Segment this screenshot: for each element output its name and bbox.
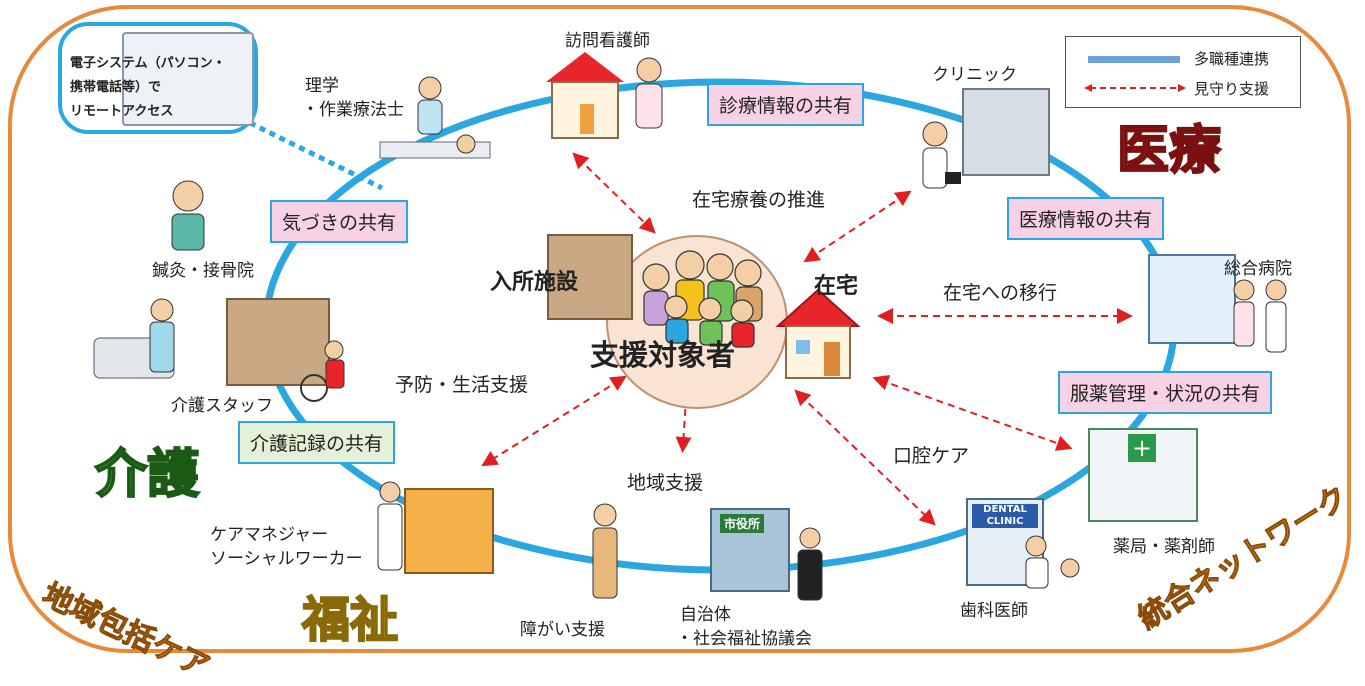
community-support-label: 地域支援 xyxy=(627,472,704,494)
therapist-label-2: ・作業療法士 xyxy=(302,100,404,120)
medical-info-share-box: 医療情報の共有 xyxy=(1007,197,1165,240)
therapist-label-1: 理学 xyxy=(305,76,339,96)
arrow-clinic xyxy=(803,190,912,263)
diagnosis-share-box: 診療情報の共有 xyxy=(707,83,865,126)
arrow-community xyxy=(675,377,695,453)
arrow-nurse xyxy=(572,152,656,234)
awareness-share-box: 気づきの共有 xyxy=(270,200,409,243)
transition-home-label: 在宅への移行 xyxy=(943,282,1058,304)
remote-line1: 電子システム（パソコン・ xyxy=(70,56,226,71)
care-manager-label: ケアマネジャー xyxy=(210,525,329,545)
disability-support-label: 障がい支援 xyxy=(520,620,605,640)
city-hall-building-icon: 市役所 xyxy=(710,508,790,592)
home-label: 在宅 xyxy=(814,274,859,299)
therapist-bed-icon xyxy=(379,76,491,159)
arrow-dentist xyxy=(794,389,936,526)
wheelchair-icon xyxy=(300,340,345,402)
clinic-building-icon xyxy=(962,88,1050,176)
hospital-building-icon xyxy=(1148,254,1236,344)
care-manager-icon xyxy=(377,481,403,571)
dentist-label: 歯科医師 xyxy=(960,601,1028,621)
care-staff-bed-icon xyxy=(93,298,175,379)
home-house-icon xyxy=(775,288,861,379)
home-care-promotion-label: 在宅療養の推進 xyxy=(692,189,826,211)
clinic-label: クリニック xyxy=(932,65,1017,85)
official-icon xyxy=(797,527,823,601)
oral-care-label: 口腔ケア xyxy=(893,445,970,467)
pharmacy-cross-icon: + xyxy=(1128,434,1156,462)
legend: 多職種連携 見守り支援 xyxy=(1065,36,1301,108)
welfare-office-icon xyxy=(404,488,494,574)
remote-line2: 携帯電話等）で xyxy=(70,80,162,95)
family-illustration xyxy=(606,235,788,409)
legend-watch-label: 見守り支援 xyxy=(1194,80,1270,98)
dental-sign-line1: DENTAL xyxy=(983,504,1027,515)
arrow-care xyxy=(481,375,627,467)
remote-access-bubble: 電子システム（パソコン・ 携帯電話等）で リモートアクセス xyxy=(58,22,258,134)
medical-domain-title: 医療 xyxy=(1116,120,1222,182)
arrow-pharmacy xyxy=(872,375,1073,451)
care-facility-icon xyxy=(226,298,330,386)
medication-share-box: 服薬管理・状況の共有 xyxy=(1058,371,1273,414)
acupuncture-label: 鍼灸・接骨院 xyxy=(152,261,254,281)
municipality-label: 自治体 xyxy=(680,605,731,625)
dentist-chair-icon xyxy=(1025,535,1080,589)
prevention-label: 予防・生活支援 xyxy=(395,374,529,396)
acupuncturist-icon xyxy=(171,180,205,251)
collab-line-swatch xyxy=(1088,56,1180,63)
remote-line3: リモートアクセス xyxy=(70,104,174,119)
pharmacy-icon: + xyxy=(1088,428,1198,522)
care-staff-label: 介護スタッフ xyxy=(171,396,273,416)
watch-arrow-swatch xyxy=(1084,84,1186,92)
legend-watch: 見守り支援 xyxy=(1066,73,1300,103)
care-record-share-box: 介護記録の共有 xyxy=(238,421,396,464)
visiting-nurse-icon xyxy=(635,57,663,129)
doctor-running-icon xyxy=(922,121,961,189)
welfare-domain-title: 福祉 xyxy=(301,591,399,649)
nurse-station-house-icon xyxy=(546,52,624,139)
hospital-staff-icon xyxy=(1233,279,1287,353)
nursing-domain-title: 介護 xyxy=(94,444,200,506)
legend-collab-label: 多職種連携 xyxy=(1194,50,1270,68)
pharmacy-label: 薬局・薬剤師 xyxy=(1113,537,1215,557)
dental-sign-line2: CLINIC xyxy=(986,516,1024,527)
general-hospital-label: 総合病院 xyxy=(1224,259,1292,279)
facility-building-icon xyxy=(547,234,633,320)
legend-collab: 多職種連携 xyxy=(1066,43,1300,73)
support-subject-label: 支援対象者 xyxy=(590,338,736,372)
facility-label: 入所施設 xyxy=(490,270,579,295)
social-worker-label: ソーシャルワーカー xyxy=(210,549,363,569)
visiting-nurse-label: 訪問看護師 xyxy=(565,31,650,51)
outer-frame xyxy=(8,5,1351,653)
city-hall-sign: 市役所 xyxy=(720,514,765,533)
remote-link xyxy=(238,115,384,191)
dental-sign: DENTAL CLINIC xyxy=(972,504,1038,528)
laptop-icon xyxy=(122,32,254,126)
family-group-icon xyxy=(642,250,763,348)
disability-support-worker-icon xyxy=(592,503,618,599)
council-label: ・社会福祉協議会 xyxy=(676,629,812,649)
